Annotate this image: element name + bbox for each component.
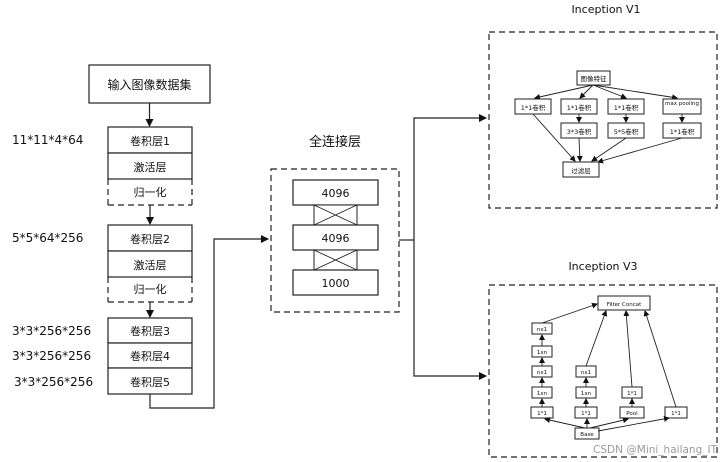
v3-c1-label-2: 1xn — [537, 350, 548, 356]
conv1-label: 卷积层1 — [130, 134, 170, 148]
v3-c2-label-3: 1*1 — [581, 411, 591, 417]
fc3-box — [292, 269, 379, 296]
fc-cross-2-b — [313, 249, 358, 271]
v3-c3-to-concat — [623, 310, 633, 388]
v1-edge-b1-out — [532, 113, 576, 162]
v3-title: Inception V3 — [568, 260, 637, 273]
v1-out-box — [562, 161, 600, 178]
v1-title: Inception V1 — [571, 3, 640, 16]
v3-c3-label-1: 1*1 — [627, 391, 637, 397]
conv3-label: 卷积层3 — [130, 324, 170, 338]
fc-cross-1-b — [313, 204, 358, 226]
fc2-label: 4096 — [322, 232, 350, 245]
dim-conv5: 3*3*256*256 — [14, 375, 93, 389]
relu1-label: 激活层 — [134, 160, 167, 174]
fc1-box — [292, 179, 379, 206]
v1-r2-label-2: 5*5卷积 — [614, 127, 639, 136]
v1-r1-label-2: 1*1卷积 — [567, 103, 592, 112]
dim-conv3: 3*3*256*256 — [12, 324, 91, 338]
arrow-conv5-fc — [149, 235, 269, 409]
input-box — [88, 64, 211, 104]
norm1-label: 归一化 — [134, 185, 167, 199]
relu2-box — [107, 250, 193, 278]
v1-out-label: 过滤层 — [571, 166, 591, 175]
fc-block: 全连接层 4096 4096 1000 — [270, 134, 400, 313]
conv4-label: 卷积层4 — [130, 349, 170, 363]
inception-v3: Inception V3 Filter Concat nx1 1xn nx1 1… — [488, 260, 718, 458]
v1-edge-r2b-out — [591, 137, 627, 162]
inception-v1: Inception V1 图像特征 1*1卷积 1*1卷积 1*1卷积 max … — [488, 3, 718, 209]
v1-edge-top-b4 — [592, 84, 678, 101]
v3-c1-label-4: 1xn — [537, 391, 548, 397]
v1-edge-top-b3 — [592, 84, 627, 99]
conv2-label: 卷积层2 — [130, 232, 170, 246]
input-label: 输入图像数据集 — [107, 77, 191, 92]
v3-c4-label-1: 1*1 — [671, 411, 681, 417]
watermark: CSDN @Mini_hailang_IT — [593, 444, 718, 456]
conv1-box — [107, 126, 193, 154]
v3-concat-label: Filter Concat — [607, 302, 642, 308]
cnn-stack: 输入图像数据集 卷积层1 激活层 归一化 卷积层2 激活层 归一化 卷积层3 卷… — [12, 64, 211, 395]
relu2-label: 激活层 — [134, 258, 167, 272]
conv4-box — [107, 342, 193, 369]
arrow-fc-v3 — [413, 240, 487, 380]
v3-c1-label-5: 1*1 — [537, 411, 547, 417]
v1-r1-label-4: max pooling — [665, 101, 699, 107]
conv5-box — [107, 367, 193, 395]
v3-c1-label-3: nx1 — [537, 370, 547, 376]
dim-conv2: 5*5*64*256 — [12, 231, 83, 245]
v3-c1-to-concat — [541, 302, 598, 324]
v3-c2-label-2: 1xn — [581, 391, 592, 397]
v1-dashed-frame — [488, 31, 718, 209]
fc-dashed-frame — [270, 168, 400, 313]
v1-r2-label-1: 3*3卷积 — [567, 127, 592, 136]
fc2-box — [292, 224, 379, 251]
v1-r2-label-3: 1*1卷积 — [670, 127, 695, 136]
conv2-box — [107, 224, 193, 252]
v3-base-to-c3 — [589, 417, 629, 429]
dim-conv4: 3*3*256*256 — [12, 349, 91, 363]
v3-dashed-frame — [488, 284, 718, 458]
v1-edge-r2a-out — [576, 137, 583, 162]
arrow-fc-v1 — [413, 114, 487, 240]
v3-base-to-c4 — [597, 415, 670, 432]
relu1-box — [107, 152, 193, 180]
v3-base-to-c1 — [544, 417, 586, 429]
fc-title: 全连接层 — [309, 134, 361, 150]
v1-edge-r2c-out — [597, 137, 683, 164]
v3-c2-to-concat — [585, 310, 608, 367]
v1-edge-top-b2 — [579, 84, 594, 99]
v3-c3-label-2: Pool — [626, 411, 638, 417]
v3-c4-to-concat — [643, 310, 677, 408]
v3-base-label: Base — [580, 432, 594, 438]
conv5-label: 卷积层5 — [130, 375, 170, 389]
v3-concat-box — [597, 295, 651, 311]
v1-edge-top-b1 — [534, 84, 594, 100]
dim-conv1: 11*11*4*64 — [12, 133, 83, 147]
norm2-label: 归一化 — [134, 282, 167, 296]
v3-c2-label-1: nx1 — [581, 370, 591, 376]
fc1-label: 4096 — [322, 187, 350, 200]
v3-c1-label-1: nx1 — [537, 327, 547, 333]
v1-r1-label-1: 1*1卷积 — [521, 103, 546, 112]
v1-top-label: 图像特征 — [581, 74, 608, 83]
v1-r1-label-3: 1*1卷积 — [614, 103, 639, 112]
fc3-label: 1000 — [322, 277, 350, 290]
